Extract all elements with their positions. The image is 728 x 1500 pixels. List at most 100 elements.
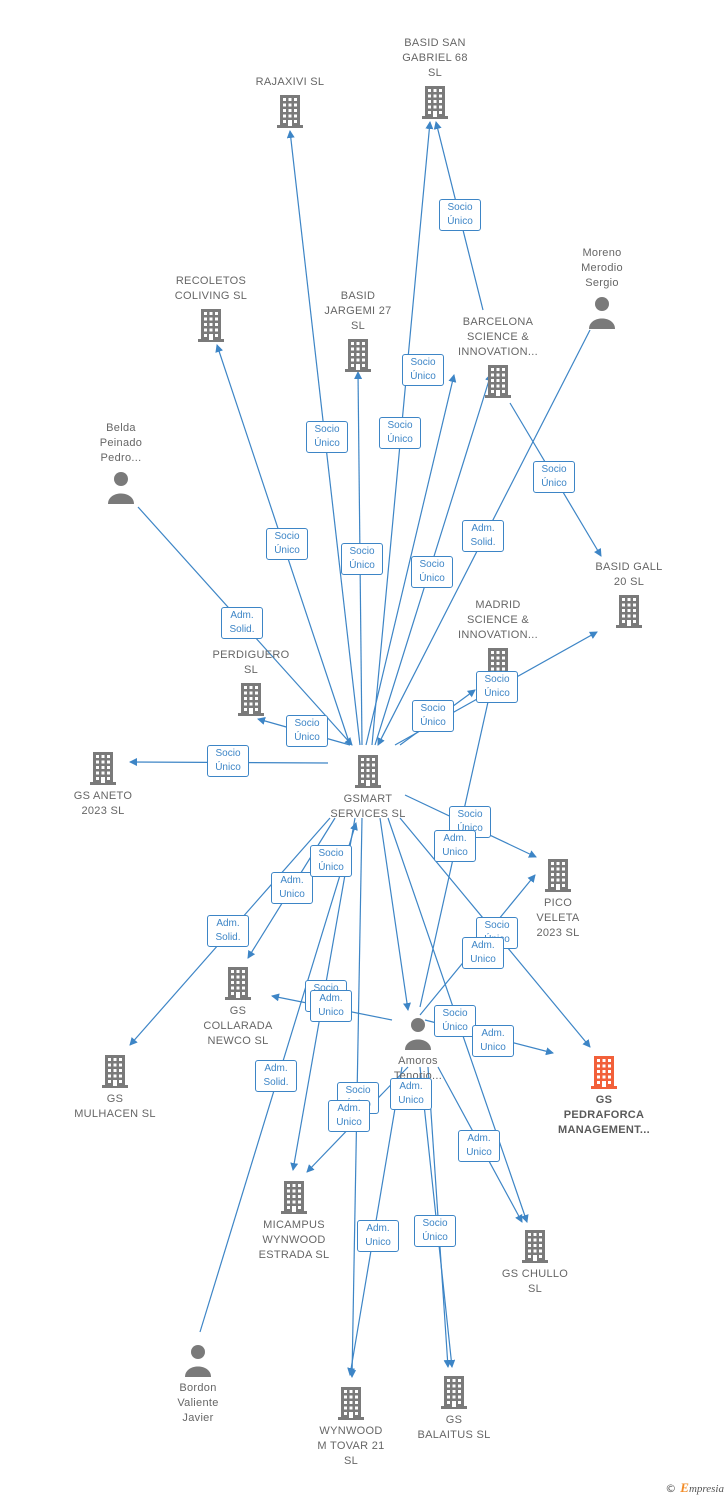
- edge-label[interactable]: Adm.Unico: [310, 990, 352, 1022]
- edge-label-line: Unico: [480, 1042, 506, 1053]
- node-label-line: GS ANETO: [73, 790, 133, 802]
- edge-label-line: Único: [274, 545, 300, 556]
- building-icon: [102, 1055, 128, 1088]
- edge-label[interactable]: Adm.Unico: [390, 1078, 432, 1110]
- edge-label-line: Socio: [345, 1085, 371, 1096]
- node-label-line: SCIENCE &: [467, 331, 529, 343]
- edge-label-line: Socio: [457, 809, 483, 820]
- edge-label-line: Socio: [215, 748, 241, 759]
- node-label-line: Amoros: [398, 1055, 438, 1067]
- person-icon: [589, 297, 615, 329]
- edge-label[interactable]: Adm.Solid.: [255, 1060, 297, 1092]
- edge-label[interactable]: Adm. Solid.: [462, 520, 504, 552]
- building-icon: [345, 339, 371, 372]
- edge-label-line: Socio: [274, 531, 300, 542]
- node-label-line: INNOVATION...: [458, 346, 538, 358]
- edge-label-line: Socio: [447, 202, 473, 213]
- edge-label-line: Solid.: [470, 537, 496, 548]
- node-label-line: MULHACEN SL: [74, 1108, 156, 1120]
- node-label-line: COLLARADA: [203, 1020, 273, 1032]
- edge-line: [365, 374, 457, 746]
- person-icon: [108, 472, 134, 504]
- edge-label-line: Unico: [279, 889, 305, 900]
- edge-label[interactable]: Adm.Unico: [328, 1100, 370, 1132]
- edge-label-line: Único: [420, 717, 446, 728]
- edge-label-line: Socio: [442, 1008, 468, 1019]
- node-label-line: COLIVING SL: [174, 290, 248, 302]
- node-label-line: Moreno: [582, 247, 622, 259]
- edge-label-line: Unico: [318, 1007, 344, 1018]
- node-label-line: SL: [350, 320, 366, 332]
- edge-label-line: Adm.: [280, 875, 304, 886]
- building-icon: [441, 1376, 467, 1409]
- edge-label[interactable]: Adm.Unico: [458, 1130, 500, 1162]
- edge-label-line: Adm.: [471, 523, 495, 534]
- edge-label[interactable]: Adm.Solid.: [221, 607, 263, 639]
- edge-label-line: Único: [484, 688, 510, 699]
- building-icon: [281, 1181, 307, 1214]
- edge-label-line: Socio: [541, 464, 567, 475]
- edge-label[interactable]: Adm.Unico: [434, 830, 476, 862]
- node-label: GS MULHACEN SL: [50, 1092, 180, 1122]
- edge-label-line: Único: [410, 371, 436, 382]
- node-label-line: Valiente: [177, 1397, 219, 1409]
- brand-watermark[interactable]: ©Empresia: [665, 1480, 724, 1496]
- edge-label[interactable]: Adm. Unico: [271, 872, 313, 904]
- edge-label[interactable]: Adm.Unico: [462, 937, 504, 969]
- edge-label-line: Unico: [336, 1117, 362, 1128]
- node-label: RAJAXIVI SL: [225, 75, 355, 90]
- edge-label-line: Único: [387, 434, 413, 445]
- edge-label[interactable]: Adm.Unico: [357, 1220, 399, 1252]
- node-label-line: BALAITUS SL: [417, 1429, 491, 1441]
- node-label-line: BASID GALL: [595, 561, 663, 573]
- edge-label[interactable]: Adm.Unico: [472, 1025, 514, 1057]
- building-icon: [225, 967, 251, 1000]
- edge-label-line: Socio: [410, 357, 436, 368]
- edge-label-line: Socio: [294, 718, 320, 729]
- node-label-line: GSMART: [343, 793, 393, 805]
- node-label-line: 2023 SL: [536, 927, 580, 939]
- edge-label-line: Unico: [398, 1095, 424, 1106]
- node-label-line: MICAMPUS: [263, 1219, 325, 1231]
- node-label-line: GS: [229, 1005, 247, 1017]
- edge-label[interactable]: Adm.Solid.: [207, 915, 249, 947]
- node-label-line: RECOLETOS: [175, 275, 247, 287]
- edge-label-line: Único: [442, 1022, 468, 1033]
- node-label-line: GS CHULLO: [501, 1268, 569, 1280]
- node-label-line: NEWCO SL: [207, 1035, 269, 1047]
- node-label-line: INNOVATION...: [458, 629, 538, 641]
- node-label-line: JARGEMI 27: [324, 305, 392, 317]
- building-icon: [485, 365, 511, 398]
- node-label-line: MADRID: [475, 599, 521, 611]
- node-label-line: GS: [106, 1093, 124, 1105]
- edge-line: [379, 817, 411, 1011]
- edge-label-line: Socio: [422, 1218, 448, 1229]
- node-label-line: Bordon: [179, 1382, 217, 1394]
- building-icon: [545, 859, 571, 892]
- edge-label-line: Socio: [419, 559, 445, 570]
